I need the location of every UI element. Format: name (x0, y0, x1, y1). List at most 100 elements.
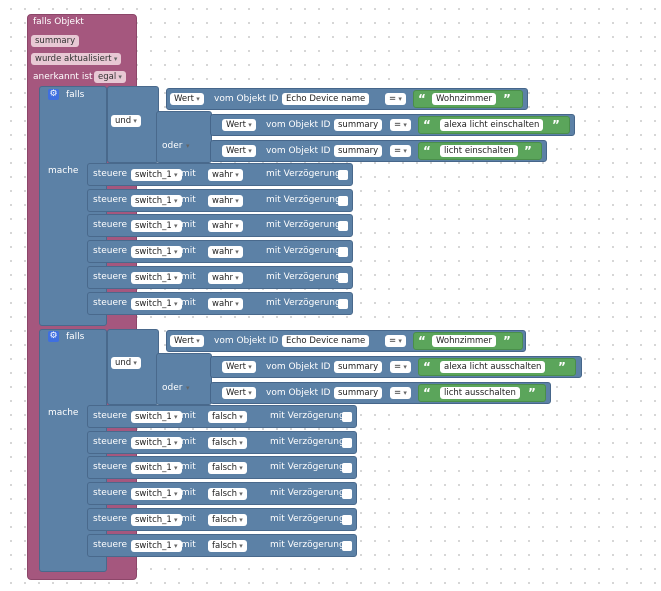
action-target-dropdown[interactable]: switch_1 (131, 220, 182, 233)
trigger-object-field[interactable]: summary (31, 35, 80, 47)
action-value: falsch (212, 540, 238, 551)
cond-2-3-op[interactable]: = (390, 387, 411, 399)
action-value-dropdown[interactable]: wahr (208, 220, 243, 233)
action-target: switch_1 (135, 247, 172, 258)
cond-1-2-prop-label: Wert (226, 120, 246, 130)
and-dropdown-1[interactable]: und (111, 115, 141, 127)
cond-2-1-object[interactable]: Echo Device name (282, 335, 370, 347)
delay-checkbox[interactable] (338, 298, 348, 309)
action-label: steuere (93, 488, 128, 499)
trigger-ack-dropdown[interactable]: egal (94, 71, 126, 83)
cond-2-3-prop[interactable]: Wert (222, 387, 256, 399)
cond-1-1-object[interactable]: Echo Device name (282, 93, 370, 105)
action-target-dropdown[interactable]: switch_1 (131, 488, 182, 501)
cond-2-3-text[interactable]: licht ausschalten (440, 387, 520, 399)
cond-2-3-object[interactable]: summary (334, 387, 383, 399)
action-value-dropdown[interactable]: wahr (208, 246, 243, 259)
action-target-dropdown[interactable]: switch_1 (131, 271, 182, 284)
cond-2-1-op[interactable]: = (385, 335, 406, 347)
if-label-1: falls (66, 90, 85, 100)
cond-1-1-op[interactable]: = (385, 93, 406, 105)
gear-icon[interactable]: ⚙ (48, 89, 59, 100)
cond-2-1-text[interactable]: Wohnzimmer (432, 335, 496, 347)
action-with-label: mit (181, 246, 196, 257)
action-value-dropdown[interactable]: wahr (208, 297, 243, 310)
trigger-event-dropdown[interactable]: wurde aktualisiert (31, 53, 122, 65)
action-target-dropdown[interactable]: switch_1 (131, 411, 182, 423)
action-target-dropdown[interactable]: switch_1 (131, 297, 182, 310)
delay-checkbox[interactable] (338, 195, 348, 206)
delay-checkbox[interactable] (338, 221, 348, 232)
delay-checkbox[interactable] (342, 412, 352, 422)
cond-1-3-object[interactable]: summary (334, 145, 383, 157)
cond-1-3-op-label: = (394, 146, 402, 156)
delay-checkbox[interactable] (342, 514, 352, 525)
action-value-dropdown[interactable]: falsch (208, 411, 247, 423)
cond-2-1-prop[interactable]: Wert (170, 335, 204, 347)
action-value-dropdown[interactable]: falsch (208, 436, 247, 449)
action-target-dropdown[interactable]: switch_1 (131, 436, 182, 449)
or-dropdown-1[interactable] (186, 141, 190, 152)
cond-1-3-prop[interactable]: Wert (222, 145, 256, 157)
delay-checkbox[interactable] (338, 247, 348, 258)
cond-2-2-text[interactable]: alexa licht ausschalten (440, 361, 546, 373)
action-value: wahr (212, 298, 234, 309)
or-block-1[interactable] (156, 111, 212, 163)
action-target-dropdown[interactable]: switch_1 (131, 513, 182, 526)
action-target-dropdown[interactable]: switch_1 (131, 194, 182, 207)
action-target-dropdown[interactable]: switch_1 (131, 169, 182, 181)
action-value-dropdown[interactable]: falsch (208, 539, 247, 552)
cond-1-1-text[interactable]: Wohnzimmer (432, 93, 496, 105)
delay-checkbox[interactable] (342, 463, 352, 474)
action-value-dropdown[interactable]: falsch (208, 488, 247, 501)
action-label: steuere (93, 220, 128, 231)
action-value-dropdown[interactable]: falsch (208, 462, 247, 475)
and-dropdown-2[interactable]: und (111, 357, 141, 369)
delay-checkbox[interactable] (338, 170, 348, 180)
cond-1-1-prop[interactable]: Wert (170, 93, 204, 105)
delay-checkbox[interactable] (342, 489, 352, 500)
action-target: switch_1 (135, 412, 172, 422)
cond-1-2-prop[interactable]: Wert (222, 119, 256, 131)
action-target: switch_1 (135, 437, 172, 448)
gear-icon[interactable]: ⚙ (48, 331, 59, 342)
action-label: steuere (93, 169, 128, 179)
quote-close-icon: ” (558, 360, 566, 374)
action-target-dropdown[interactable]: switch_1 (131, 246, 182, 259)
action-value-dropdown[interactable]: falsch (208, 513, 247, 526)
delay-checkbox[interactable] (338, 272, 348, 283)
action-with-label: mit (181, 462, 196, 473)
quote-close-icon: ” (552, 118, 560, 132)
delay-checkbox[interactable] (342, 540, 352, 551)
cond-1-2-op[interactable]: = (390, 119, 411, 131)
cond-2-2-prop[interactable]: Wert (222, 361, 256, 373)
cond-1-2-text[interactable]: alexa licht einschalten (440, 119, 544, 131)
quote-close-icon: ” (524, 144, 532, 158)
cond-1-3-text[interactable]: licht einschalten (440, 145, 518, 157)
cond-2-2-object[interactable]: summary (334, 361, 383, 373)
action-target-dropdown[interactable]: switch_1 (131, 462, 182, 475)
action-value-dropdown[interactable]: wahr (208, 194, 243, 207)
cond-1-2-object[interactable]: summary (334, 119, 383, 131)
action-value-dropdown[interactable]: wahr (208, 271, 243, 284)
action-value: falsch (212, 489, 238, 500)
action-target-dropdown[interactable]: switch_1 (131, 539, 182, 552)
or-block-2[interactable] (156, 353, 212, 405)
or-dropdown-2[interactable] (186, 383, 190, 394)
cond-2-2-op[interactable]: = (390, 361, 411, 373)
action-value-dropdown[interactable]: wahr (208, 169, 243, 181)
delay-checkbox[interactable] (342, 437, 352, 448)
cond-1-3-op[interactable]: = (390, 145, 411, 157)
